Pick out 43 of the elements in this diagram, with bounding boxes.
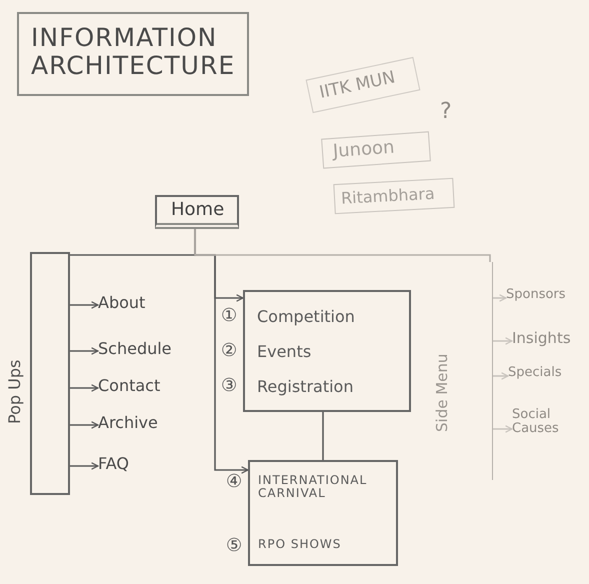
menu-item-text: Schedule xyxy=(98,340,198,362)
menu-label: Side Menu xyxy=(434,354,450,432)
arrow xyxy=(70,347,99,355)
step-number: ① xyxy=(221,306,238,326)
box-label: Competition xyxy=(257,308,355,326)
option-box xyxy=(321,131,431,169)
step-number: ② xyxy=(221,341,238,361)
step-number: ③ xyxy=(221,376,238,396)
note-mark: ? xyxy=(440,100,452,124)
menu-item-text: FAQ xyxy=(98,455,158,477)
box-label: RPO SHOWS xyxy=(258,538,342,552)
arrow xyxy=(70,421,99,429)
box-label: INTERNATIONAL CARNIVAL xyxy=(258,474,368,500)
connector-line xyxy=(322,412,324,460)
arrow xyxy=(493,294,507,302)
option-box xyxy=(333,178,455,214)
menu-item-text: About xyxy=(98,294,178,316)
box-label: Registration xyxy=(257,378,354,396)
box-label: Junoon xyxy=(332,138,396,162)
arrow xyxy=(70,384,99,392)
arrow xyxy=(493,337,513,345)
arrow xyxy=(70,462,99,470)
heading-box xyxy=(17,12,249,96)
option-box xyxy=(306,56,420,114)
arrow xyxy=(70,301,99,309)
menu-item-text: Specials xyxy=(508,366,578,386)
connector-line xyxy=(194,229,491,262)
box-label: Events xyxy=(257,343,312,361)
menu-label: Pop Ups xyxy=(6,360,24,424)
step-number: ④ xyxy=(226,472,242,492)
box-label: Ritambhara xyxy=(340,184,436,208)
home-box xyxy=(155,195,239,229)
box-label: Home xyxy=(171,200,224,220)
menu-item-text: Social Causes xyxy=(512,408,584,450)
menu-item-text: Sponsors xyxy=(506,288,581,308)
step-number: ⑤ xyxy=(226,536,242,556)
menu-item-text: Archive xyxy=(98,414,183,436)
menu-item-text: Contact xyxy=(98,377,193,399)
menu-item-text: Insights xyxy=(512,330,584,352)
heading-text: INFORMATION ARCHITECTURE xyxy=(31,24,231,79)
box-label: IITK MUN xyxy=(318,68,397,103)
arrow xyxy=(493,372,509,380)
arrow xyxy=(493,425,513,433)
